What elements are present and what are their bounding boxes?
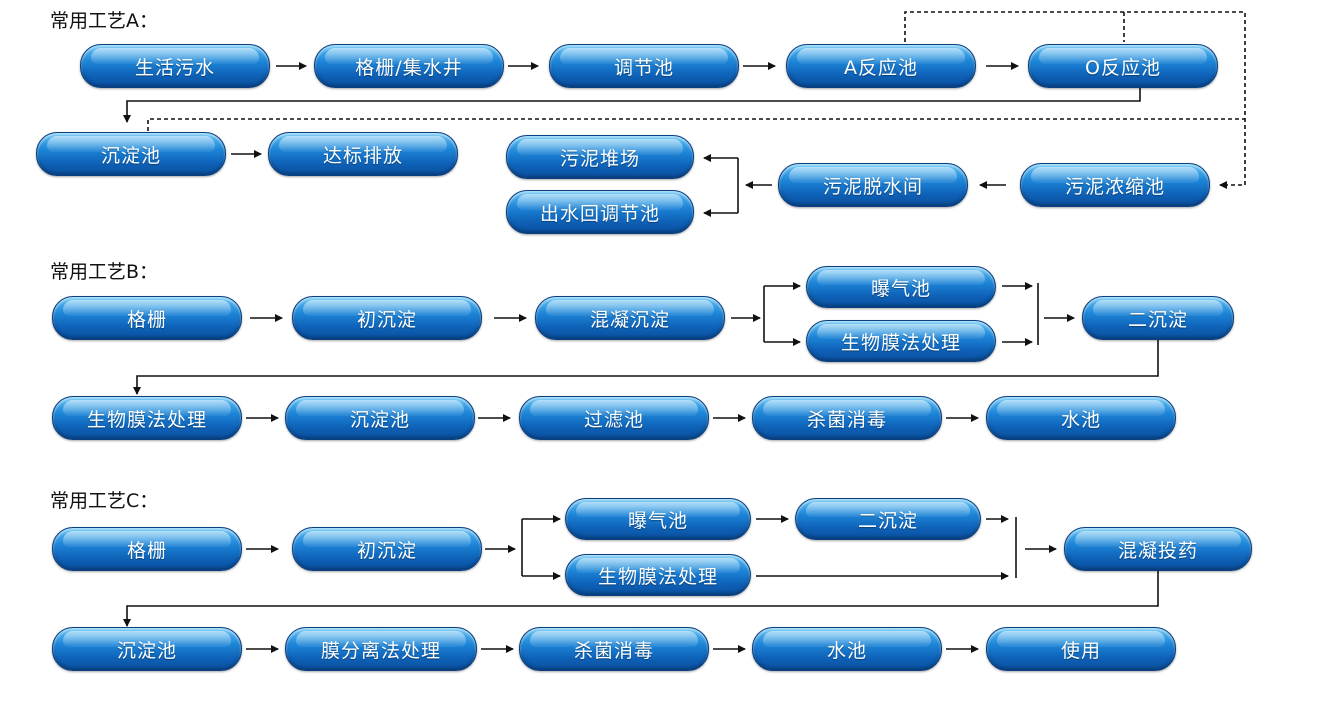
node-water-tank-c: 水池 [752, 627, 942, 671]
connector-a-return [123, 86, 1141, 123]
node-use: 使用 [986, 627, 1176, 671]
node-sedimentation-tank-a: 沉淀池 [36, 132, 226, 176]
node-oxic-tank: O反应池 [1028, 44, 1218, 88]
node-sedimentation-tank-c: 沉淀池 [52, 627, 242, 671]
dashed-sludge-main [904, 11, 1246, 189]
dashed-sludge-sed [147, 118, 1245, 131]
node-domestic-sewage: 生活污水 [80, 44, 270, 88]
node-biofilm-parallel-b: 生物膜法处理 [806, 320, 996, 362]
node-disinfection-c: 杀菌消毒 [519, 627, 709, 671]
node-primary-settling-b: 初沉淀 [292, 296, 482, 340]
node-coagulation-dosing: 混凝投药 [1064, 527, 1252, 571]
node-screen-b: 格栅 [52, 296, 242, 340]
node-screen-c: 格栅 [52, 527, 242, 571]
connector-b-return [133, 340, 1159, 395]
node-sedimentation-tank-b: 沉淀池 [285, 396, 475, 440]
section-a-title: 常用工艺A： [50, 10, 158, 32]
node-water-tank-b: 水池 [986, 396, 1176, 440]
node-filter-tank: 过滤池 [519, 396, 709, 440]
node-membrane-separation: 膜分离法处理 [285, 627, 477, 671]
node-coagulation-settling: 混凝沉淀 [535, 296, 725, 340]
node-aeration-tank-b: 曝气池 [806, 266, 996, 308]
node-return-to-equalization: 出水回调节池 [506, 190, 694, 234]
node-biofilm-b: 生物膜法处理 [52, 396, 242, 440]
section-b-title: 常用工艺B： [50, 261, 159, 283]
node-aeration-tank-c: 曝气池 [565, 498, 751, 540]
node-sludge-thickener: 污泥浓缩池 [1020, 163, 1210, 207]
connector-c-return [123, 571, 1159, 627]
node-secondary-settling-c: 二沉淀 [795, 498, 981, 540]
node-sludge-dewatering: 污泥脱水间 [778, 163, 968, 207]
node-equalization-tank: 调节池 [549, 44, 739, 88]
node-primary-settling-c: 初沉淀 [292, 527, 482, 571]
node-secondary-settling-b: 二沉淀 [1082, 296, 1234, 340]
node-anoxic-tank: A反应池 [786, 44, 976, 88]
node-disinfection-b: 杀菌消毒 [752, 396, 942, 440]
section-c-title: 常用工艺C： [50, 490, 159, 512]
node-discharge: 达标排放 [268, 132, 458, 176]
node-screen-well: 格栅/集水井 [314, 44, 504, 88]
node-sludge-yard: 污泥堆场 [506, 135, 694, 179]
node-biofilm-c: 生物膜法处理 [565, 554, 751, 596]
